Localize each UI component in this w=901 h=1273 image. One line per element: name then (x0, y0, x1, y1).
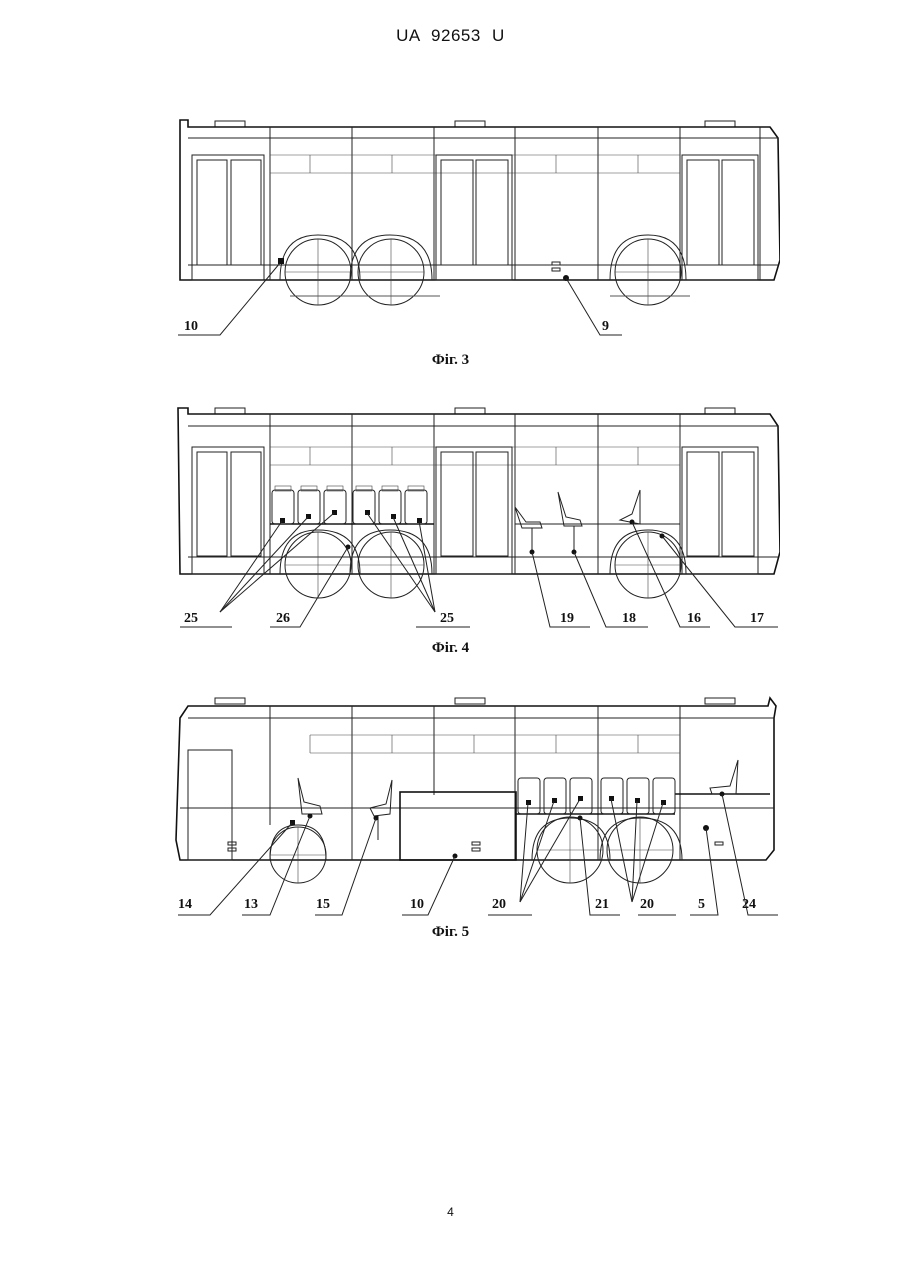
callout-21: 21 (595, 897, 609, 912)
callout-13: 13 (244, 897, 258, 912)
page-number: 4 (0, 1205, 901, 1219)
figure-caption: Фіг. 3 (0, 352, 901, 369)
figure-caption: Фіг. 5 (0, 924, 901, 941)
callout-15: 15 (316, 897, 330, 912)
callout-24: 24 (742, 897, 756, 912)
callout-25: 25 (184, 611, 198, 626)
callout-26: 26 (276, 611, 290, 626)
callout-19: 19 (560, 611, 574, 626)
callout-14: 14 (178, 897, 192, 912)
callout-18: 18 (622, 611, 636, 626)
bus-side-view-fig5: 14 13 15 10 20 21 20 5 24 (170, 690, 780, 920)
patent-header: UA 92653 U (0, 26, 901, 46)
callout-17: 17 (750, 611, 764, 626)
bus-side-view-fig3: 10 9 (170, 110, 780, 345)
callout-10: 10 (184, 319, 198, 334)
callout-20: 20 (640, 897, 654, 912)
callout-9: 9 (602, 319, 609, 334)
callout-5: 5 (698, 897, 705, 912)
figure-3: 10 9 (170, 110, 780, 345)
callout-20: 20 (492, 897, 506, 912)
figure-5: 14 13 15 10 20 21 20 5 24 (170, 690, 780, 920)
callout-16: 16 (687, 611, 701, 626)
figure-4: 25 26 25 19 18 16 17 (170, 402, 780, 632)
bus-side-view-fig4: 25 26 25 19 18 16 17 (170, 402, 780, 632)
callout-10: 10 (410, 897, 424, 912)
callout-25: 25 (440, 611, 454, 626)
figure-caption: Фіг. 4 (0, 640, 901, 657)
